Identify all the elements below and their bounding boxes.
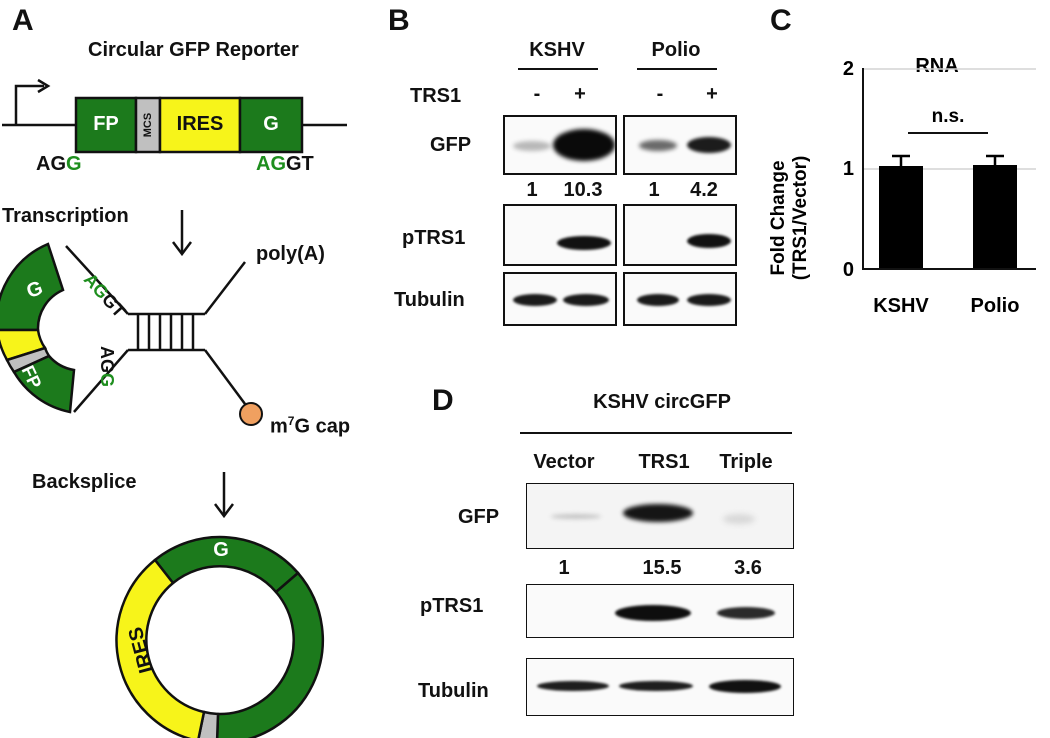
lane-3: - [656,83,664,105]
quant-2: 10.3 [563,179,603,201]
polio-underline [637,68,717,70]
ires-label: IRES [176,113,224,135]
backsplice-arrow [214,472,234,519]
blot-d-ptrs1 [526,584,794,638]
g-segment [238,96,304,154]
y-axis-label-1: Fold Change [768,160,789,275]
quant-1: 1 [526,179,538,201]
lane-4: + [706,83,718,105]
band [619,681,693,691]
d-quant-1: 1 [558,557,570,579]
band [717,607,775,619]
band [687,137,731,153]
blot-label-ptrs1: pTRS1 [402,227,466,249]
d-quant-2: 15.5 [642,557,682,579]
cap-circle [239,402,263,426]
band [513,294,557,306]
d-blot-label-gfp: GFP [458,506,500,528]
polya-label: poly(A) [256,243,325,265]
circgfp-underline [520,432,792,434]
band [553,129,615,161]
splice-site-left: AGG [36,153,82,175]
bar-polio [973,165,1017,269]
blot-d-tubulin [526,658,794,716]
transcription-label: Transcription [2,205,129,227]
lane-2: + [574,83,586,105]
splice-site-right: AGGT [256,153,314,175]
band [639,140,677,151]
construct-diagram [2,78,347,154]
band [623,504,693,522]
lane-trs1: TRS1 [638,451,690,473]
lane-1: - [533,83,541,105]
d-quant-3: 3.6 [734,557,762,579]
x-tick-polio: Polio [971,295,1020,317]
x-tick-kshv: KSHV [873,295,929,317]
blot-b-ptrs1-polio [623,204,737,266]
blot-b-gfp-polio [623,115,737,175]
exon-arc [0,242,76,414]
quant-3: 1 [648,179,660,201]
mcs-label: MCS [142,112,154,138]
backsplice-label: Backsplice [32,471,137,493]
band [709,680,781,693]
band [537,681,609,691]
blot-d-gfp [526,483,794,549]
band [513,141,551,151]
group-polio: Polio [651,39,701,61]
band [551,514,601,519]
group-kshv: KSHV [529,39,585,61]
lower-splice-label: AGG [97,346,117,388]
kshv-underline [518,68,598,70]
blot-b-tubulin-kshv [503,272,617,326]
blot-label-gfp: GFP [430,134,472,156]
band [723,514,755,524]
fp-label: FP [93,113,119,135]
circ-g-label: G [213,539,229,561]
panel-c-letter: C [770,4,792,37]
blot-label-tubulin: Tubulin [394,289,465,311]
error-bar [892,154,910,166]
panel-b-letter: B [388,4,410,37]
circgfp-title: KSHV circGFP [593,391,731,413]
band [557,236,611,250]
circular-rna [115,535,325,738]
band [563,294,609,306]
y-tick-0: 0 [843,259,854,281]
y-axis-label-2: (TRS1/Vector) [790,156,811,281]
y-tick-1: 1 [843,158,854,180]
lane-triple: Triple [719,451,773,473]
band [637,294,679,306]
ns-label: n.s. [932,106,965,127]
transcription-arrow [172,210,192,257]
chart-title: RNA [915,55,958,77]
mcs-segment [134,96,162,154]
construct-title: Circular GFP Reporter [88,39,299,61]
d-blot-label-ptrs1: pTRS1 [420,595,484,617]
panel-d-letter: D [432,384,454,417]
pre-mrna-diagram [0,242,263,426]
d-blot-label-tubulin: Tubulin [418,680,489,702]
band [687,234,731,248]
promoter-arrow [14,84,44,125]
panel-a-letter: A [12,4,34,37]
quant-4: 4.2 [690,179,718,201]
blot-b-tubulin-polio [623,272,737,326]
error-bar [986,154,1004,165]
rna-bar-chart: RNA Fold Change (TRS1/Vector) 0 1 2 n.s.… [768,55,1036,317]
band [687,294,731,306]
blot-b-gfp-kshv [503,115,617,175]
y-tick-2: 2 [843,58,854,80]
cap-label: m7G cap [270,414,351,438]
lane-vector: Vector [533,451,595,473]
bar-kshv [879,166,923,269]
ires-segment [158,96,242,154]
trs1-row-label: TRS1 [410,85,462,107]
band [615,605,691,621]
g-label: G [263,113,279,135]
blot-b-ptrs1-kshv [503,204,617,266]
